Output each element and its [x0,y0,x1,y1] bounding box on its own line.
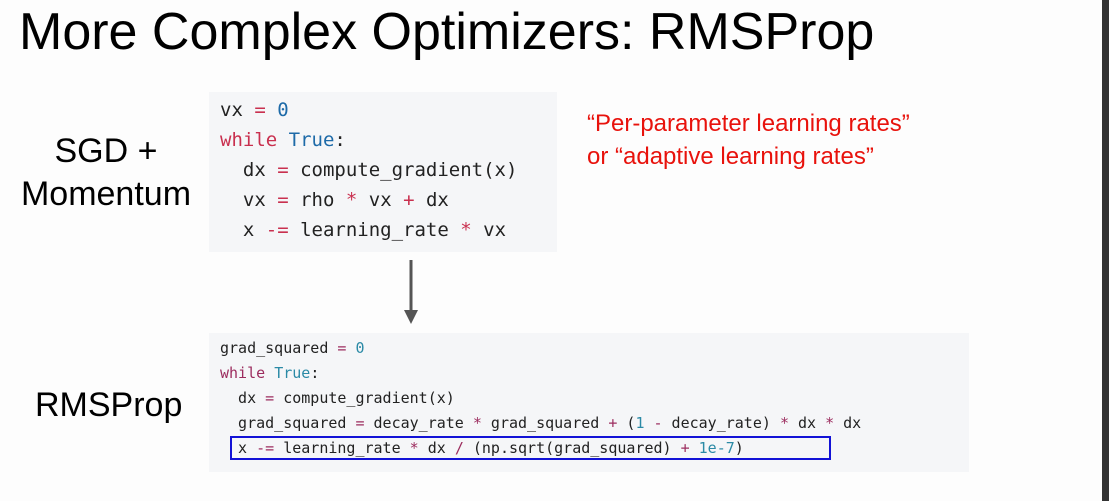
code-token: compute_gradient(x) [288,159,518,181]
code-token: learning_rate [274,439,410,457]
code-token: 0 [277,99,289,121]
code-token: decay_rate) [662,414,780,432]
code-token: while [220,364,266,382]
code-token [277,129,288,151]
code-token: + [608,414,618,432]
code-token: + [403,189,415,211]
code-token: True [288,129,335,151]
code-token: : [334,129,346,151]
code-token [265,364,274,382]
code-token: 1 [635,414,645,432]
code-token: x [220,219,266,241]
sgd-momentum-label: SGD + Momentum [12,130,200,216]
code-token: * [779,414,789,432]
code-token: = [277,159,289,181]
code-token: vx [220,99,255,121]
code-token: 0 [355,339,365,357]
note-line2: or “adaptive learning rates” [587,143,874,170]
code-token: dx [414,189,449,211]
code-line: dx = compute_gradient(x) [220,386,455,411]
code-token: 1e-7 [698,439,735,457]
code-token: ( [617,414,636,432]
code-token: * [825,414,835,432]
code-token: grad_squared [481,414,609,432]
code-token: = [254,99,266,121]
code-line: x -= learning_rate * dx / (np.sqrt(grad_… [220,436,744,461]
down-arrow-icon [404,260,418,324]
code-token: learning_rate [288,219,461,241]
code-line: grad_squared = 0 [220,336,365,361]
code-line: while True: [220,361,319,386]
code-token: True [274,364,311,382]
sgd-label-line1: SGD + [54,132,158,170]
code-token: / [454,439,464,457]
code-token [266,99,277,121]
code-line: x -= learning_rate * vx [220,215,506,245]
code-token: ) [734,439,744,457]
code-token: -= [256,439,275,457]
code-line: grad_squared = decay_rate * grad_squared… [220,411,861,436]
code-token: * [472,414,482,432]
highlight-box [230,436,831,460]
code-token: * [345,189,358,211]
code-token: - [653,414,663,432]
code-token: -= [265,219,289,241]
code-line: vx = rho * vx + dx [220,185,449,215]
code-line: vx = 0 [220,95,289,125]
code-token: + [680,439,690,457]
code-token: decay_rate [364,414,473,432]
code-token: vx [471,219,507,241]
code-token: : [310,364,320,382]
code-token: dx [788,414,826,432]
code-token: = [265,389,275,407]
slide-title: More Complex Optimizers: RMSProp [19,3,875,61]
code-token: = [277,189,289,211]
code-token: grad_squared [220,414,356,432]
code-token: while [220,129,278,151]
note-line1: “Per-parameter learning rates” [587,110,910,137]
code-token: dx [418,439,455,457]
code-token: * [460,219,472,241]
code-token: dx [220,389,266,407]
code-token: dx [834,414,862,432]
window-edge-bar [1102,0,1109,501]
code-token: vx [357,189,404,211]
sgd-label-line2: Momentum [20,175,192,213]
code-token: (np.sqrt(grad_squared) [463,439,681,457]
code-token: grad_squared [220,339,338,357]
code-token: = [355,414,365,432]
code-token: = [337,339,347,357]
code-token: compute_gradient(x) [274,389,455,407]
rmsprop-label: RMSProp [35,386,183,424]
code-token: x [220,439,257,457]
code-line: while True: [220,125,346,155]
code-line: dx = compute_gradient(x) [220,155,518,185]
code-token: * [409,439,419,457]
code-token: vx [220,189,278,211]
code-token: dx [220,159,278,181]
code-token [644,414,653,432]
code-token: rho [288,189,346,211]
